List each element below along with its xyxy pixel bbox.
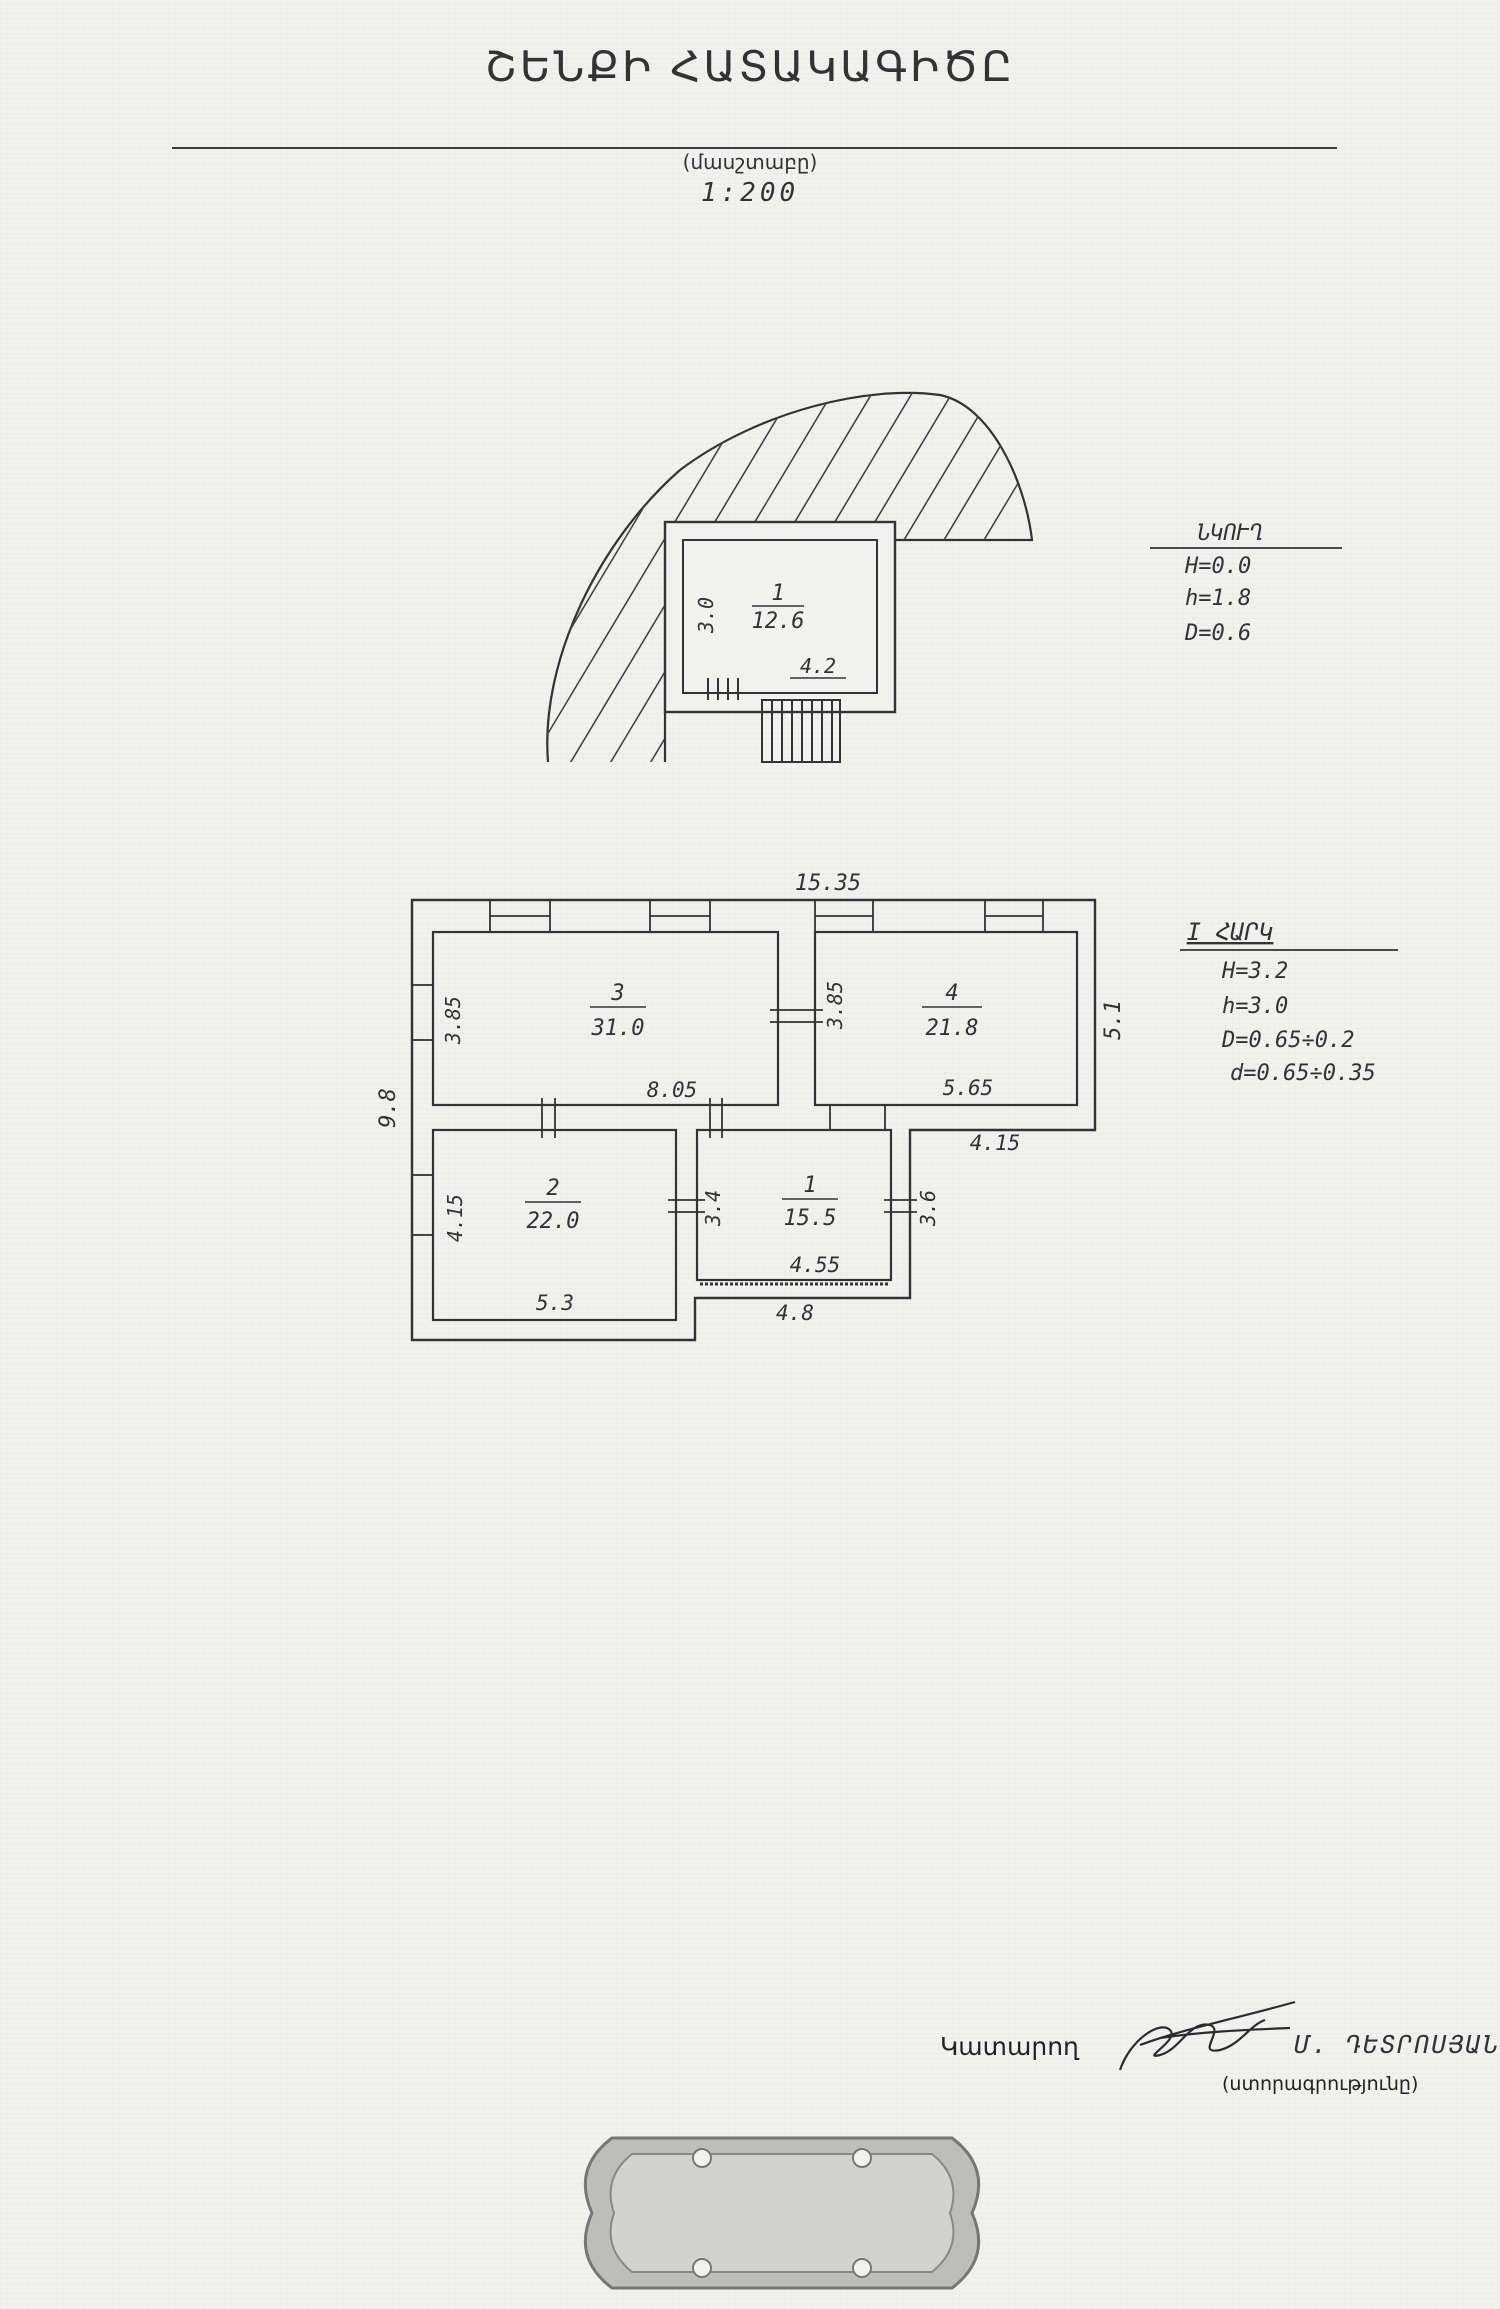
room-1-outline xyxy=(695,1128,893,1282)
dim-room1-height-right: 3.6 xyxy=(916,1190,940,1227)
first-floor-legend-title: I ՀԱՐԿ xyxy=(1187,918,1274,946)
first-floor-legend-D: D=0.65÷0.2 xyxy=(1221,1028,1354,1053)
first-floor-doors xyxy=(541,1009,917,1213)
room-3-area: 31.0 xyxy=(591,1016,645,1041)
basement-wall-outer xyxy=(663,520,897,714)
dim-room2-width: 5.3 xyxy=(536,1291,574,1315)
room-1-number: 1 xyxy=(803,1173,816,1198)
room-4-area: 21.8 xyxy=(926,1016,979,1041)
basement-legend-H: H=0.0 xyxy=(1184,554,1251,579)
scale-caption: (մասշտաբը) xyxy=(682,150,818,174)
dim-step-width: 4.15 xyxy=(970,1131,1021,1155)
basement-room-number: 1 xyxy=(771,581,784,606)
room-4-outline xyxy=(813,930,1079,1107)
scale-value: 1:200 xyxy=(700,178,800,208)
basement-legend-title: ՆԿՈՒՂ xyxy=(1197,521,1263,546)
dim-room1-inner-width: 4.55 xyxy=(790,1253,841,1277)
basement-legend-h: h=1.8 xyxy=(1185,586,1251,611)
handwritten-signature xyxy=(1118,2000,1296,2071)
basement-legend-D: D=0.6 xyxy=(1184,621,1251,646)
earth-mass-outline xyxy=(546,391,1034,763)
signer-name: Մ. ԴԵՏՐՈՍՅԱՆ xyxy=(1295,2030,1500,2059)
dim-room4-height: 3.85 xyxy=(823,981,847,1030)
first-floor-legend-h: h=3.0 xyxy=(1222,994,1288,1019)
room-2-area: 22.0 xyxy=(527,1209,580,1234)
room-3-number: 3 xyxy=(610,981,624,1006)
first-floor-dimensions: 15.35 9.8 5.1 3.85 3.85 8.05 5.65 4.15 4… xyxy=(376,871,1126,1325)
dim-room3-height: 3.85 xyxy=(441,996,465,1045)
basement-stairs xyxy=(707,678,841,763)
room-2-number: 2 xyxy=(546,1176,559,1201)
dim-total-width: 15.35 xyxy=(795,871,861,896)
dim-room1-outer-width: 4.8 xyxy=(776,1301,814,1325)
basement-dim-width: 4.2 xyxy=(800,654,836,678)
signature-block: Կատարող Մ. ԴԵՏՐՈՍՅԱՆ (ստորագրությունը) xyxy=(940,2000,1500,2110)
basement-plan: 1 12.6 3.0 4.2 xyxy=(546,391,1034,763)
first-floor-legend-d: d=0.65÷0.35 xyxy=(1230,1061,1376,1086)
first-floor-legend: I ՀԱՐԿ H=3.2 h=3.0 D=0.65÷0.2 d=0.65÷0.3… xyxy=(1180,918,1398,1086)
title-rule xyxy=(172,147,1337,149)
page-title: ՇԵՆՔԻ ՀԱՏԱԿԱԳԻԾԸ xyxy=(485,42,1015,91)
signature-caption: (ստորագրությունը) xyxy=(1222,2073,1419,2095)
first-floor-plan xyxy=(410,898,1097,1342)
dim-room1-height-left: 3.4 xyxy=(701,1190,725,1227)
basement-wall-inner xyxy=(682,539,878,694)
decorative-stamp xyxy=(583,2136,981,2290)
first-floor-outer-wall xyxy=(410,898,1097,1342)
first-floor-windows xyxy=(411,899,1044,1236)
basement-legend: ՆԿՈՒՂ H=0.0 h=1.8 D=0.6 xyxy=(1150,521,1342,646)
dim-right-depth: 5.1 xyxy=(1101,1000,1126,1040)
performer-label: Կատարող xyxy=(940,2032,1079,2061)
dim-room3-width: 8.05 xyxy=(647,1078,698,1102)
room-4-number: 4 xyxy=(945,981,958,1006)
dim-room2-height: 4.15 xyxy=(443,1194,467,1242)
basement-room-area: 12.6 xyxy=(752,609,805,634)
dim-room4-width: 5.65 xyxy=(943,1076,994,1100)
room-1-area: 15.5 xyxy=(784,1206,837,1231)
basement-dim-height: 3.0 xyxy=(694,597,718,634)
dim-total-depth: 9.8 xyxy=(376,1088,401,1128)
first-floor-room-labels: 3 31.0 4 21.8 2 22.0 1 15.5 xyxy=(525,981,982,1234)
first-floor-legend-H: H=3.2 xyxy=(1221,959,1288,984)
